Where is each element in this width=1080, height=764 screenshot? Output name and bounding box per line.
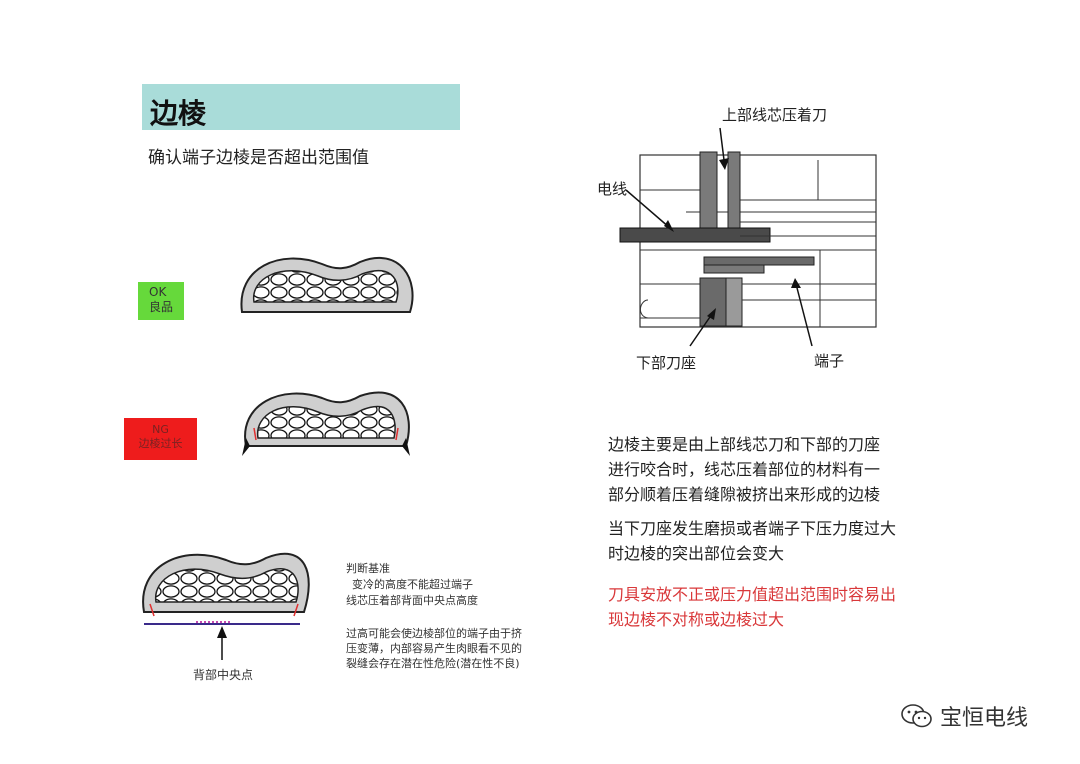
page-subtitle: 确认端子边棱是否超出范围值	[148, 148, 369, 168]
description-paragraph-1: 边棱主要是由上部线芯刀和下部的刀座 进行咬合时，线芯压着部位的材料有一 部分顺着…	[608, 432, 880, 507]
label-terminal: 端子	[814, 352, 845, 370]
label-lower-seat: 下部刀座	[636, 354, 697, 372]
description-warning: 刀具安放不正或压力值超出范围时容易出 现边棱不对称或边棱过大	[608, 582, 896, 632]
description-p2-line: 时边棱的突出部位会变大	[608, 544, 785, 563]
ng-badge-line1: NG	[152, 423, 169, 436]
crimp-tooling-diagram	[619, 127, 877, 347]
page-title: 边棱	[150, 97, 207, 130]
wechat-icon	[901, 704, 932, 728]
ok-cross-section	[240, 256, 414, 313]
label-upper-knife: 上部线芯压着刀	[722, 106, 828, 124]
description-p1-line: 部分顺着压着缝隙被挤出来形成的边棱	[608, 485, 881, 504]
criteria-line-3: 过高可能会使边棱部位的端子由于挤	[346, 627, 522, 640]
ng-badge: NG 边棱过长	[124, 418, 197, 460]
description-p1-line: 进行咬合时，线芯压着部位的材料有一	[608, 460, 881, 479]
watermark-text: 宝恒电线	[940, 706, 1029, 731]
back-center-label: 背部中央点	[193, 668, 254, 682]
description-paragraph-2: 当下刀座发生磨损或者端子下压力度过大 时边棱的突出部位会变大	[608, 516, 896, 566]
description-p3-line: 现边棱不对称或边棱过大	[608, 610, 785, 629]
criteria-line-4: 压变薄，内部容易产生肉眼看不见的	[346, 642, 522, 655]
criteria-line-2: 线芯压着部背面中央点高度	[346, 594, 478, 607]
ng-cross-section	[242, 391, 410, 456]
label-wire: 电线	[597, 180, 628, 198]
criteria-cross-section	[142, 552, 310, 660]
criteria-heading: 判断基准	[346, 562, 390, 575]
ok-badge-line2: 良品	[149, 300, 174, 314]
ok-badge-line1: OK	[149, 285, 167, 299]
description-p2-line: 当下刀座发生磨损或者端子下压力度过大	[608, 519, 897, 538]
title-box	[142, 84, 460, 130]
ok-badge: OK 良品	[138, 282, 184, 320]
ng-badge-line2: 边棱过长	[138, 437, 183, 450]
criteria-line-1: 变冷的高度不能超过端子	[352, 578, 473, 591]
description-p1-line: 边棱主要是由上部线芯刀和下部的刀座	[608, 435, 881, 454]
description-p3-line: 刀具安放不正或压力值超出范围时容易出	[608, 585, 897, 604]
watermark: 宝恒电线	[900, 700, 1028, 732]
criteria-line-5: 裂缝会存在潜在性危险(潜在性不良)	[346, 657, 520, 670]
